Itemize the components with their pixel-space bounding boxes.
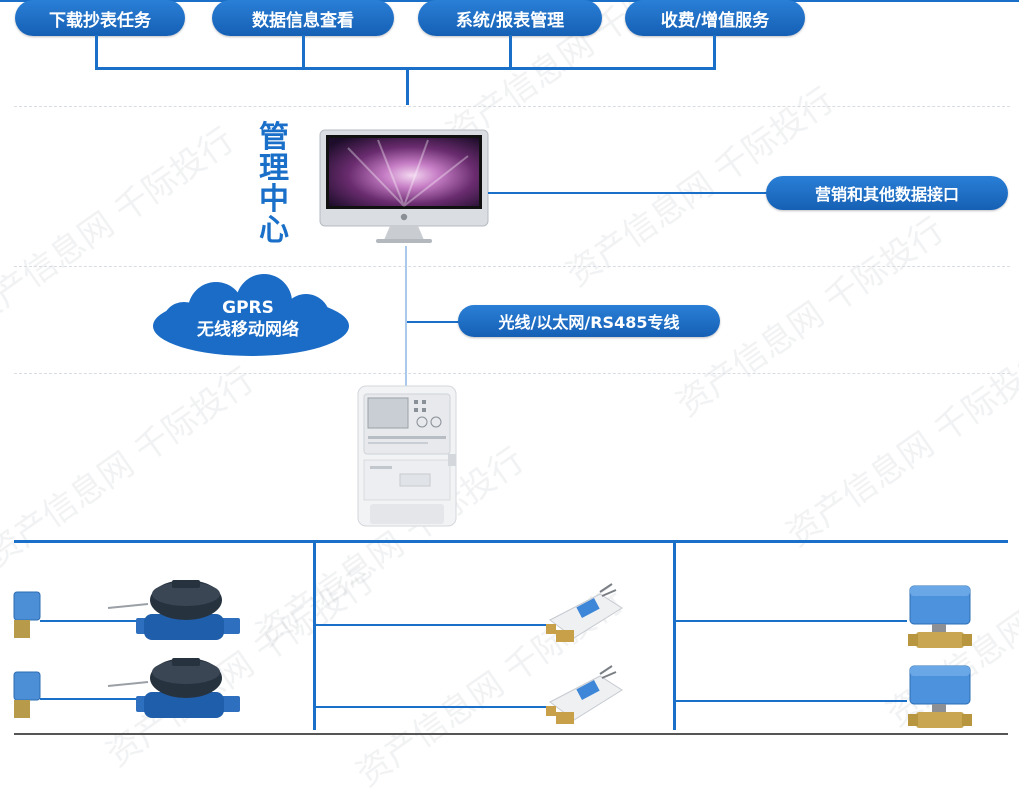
wired-link-node: 光线/以太网/RS485专线 xyxy=(458,305,720,337)
meter-bus-drop xyxy=(313,540,316,730)
meter-concentrator-icon xyxy=(357,385,457,527)
motorized-valve-icon xyxy=(908,665,972,728)
meter-bus-drop xyxy=(673,540,676,730)
management-center-label: 管理中心 xyxy=(259,120,289,248)
gprs-label: GPRS xyxy=(222,298,274,318)
motorized-valve-icon xyxy=(13,591,41,638)
mechanical-water-meter-icon xyxy=(107,658,240,718)
system-report-node: 系统/报表管理 xyxy=(418,0,602,36)
mechanical-water-meter-icon xyxy=(107,580,240,640)
pill-connector xyxy=(302,35,305,69)
meter-branch-line xyxy=(675,700,907,702)
divider xyxy=(14,106,1010,107)
wireless-network-label: 无线移动网络 xyxy=(197,320,299,340)
pill-connector xyxy=(509,35,512,69)
pill-connector xyxy=(713,35,716,69)
meter-branch-line xyxy=(40,620,150,622)
meter-branch-line xyxy=(40,698,150,700)
imac-monitor-icon xyxy=(319,129,489,243)
meter-bus-line xyxy=(14,540,1008,543)
pill-bus-line xyxy=(95,67,716,70)
meter-branch-line xyxy=(675,620,907,622)
smart-water-meter-icon xyxy=(546,665,623,724)
motorized-valve-icon xyxy=(908,585,972,648)
divider xyxy=(14,266,1010,267)
center-trunk-line xyxy=(405,246,407,388)
smart-water-meter-icon xyxy=(546,583,623,642)
divider xyxy=(14,373,1010,374)
bottom-border xyxy=(14,733,1008,735)
motorized-valve-icon xyxy=(13,671,41,718)
data-interface-node: 营销和其他数据接口 xyxy=(766,176,1008,210)
data-view-node: 数据信息查看 xyxy=(212,0,394,36)
gprs-cloud-label: GPRS 无线移动网络 xyxy=(168,297,328,341)
pill-trunk-line xyxy=(406,67,409,105)
meter-branch-line xyxy=(315,706,547,708)
download-reading-task-node: 下载抄表任务 xyxy=(15,0,185,36)
wired-connector xyxy=(407,321,467,323)
gprs-cloud-icon xyxy=(153,274,349,356)
interface-connector xyxy=(488,192,768,194)
pill-connector xyxy=(95,35,98,69)
meter-branch-line xyxy=(315,624,547,626)
billing-service-node: 收费/增值服务 xyxy=(625,0,805,36)
